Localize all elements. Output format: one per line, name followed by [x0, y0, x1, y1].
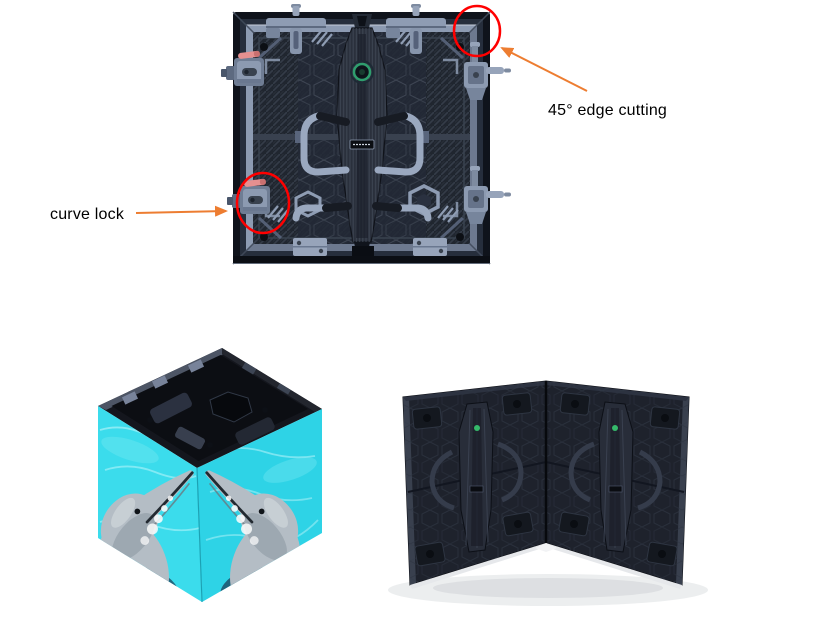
cube-left-screen: [98, 406, 202, 602]
rear-panel-figure: [221, 4, 511, 265]
cube-right-screen: [197, 409, 322, 602]
curve-lock-arrow: [135, 205, 228, 217]
status-led: [474, 425, 480, 431]
edge-cutting-arrow: [500, 47, 588, 92]
cabinet-spine: [458, 401, 494, 553]
handle: [300, 112, 350, 176]
cube-display-figure: [98, 348, 322, 603]
edge-cutting-highlight-circle: [452, 4, 502, 58]
curve-lock-label: curve lock: [50, 206, 125, 223]
curve-lock-mechanism: [221, 50, 264, 86]
brand-label: [349, 139, 375, 150]
edge-cutting-label: 45° edge cutting: [548, 102, 668, 119]
handle: [374, 112, 424, 176]
lock-handle: [244, 179, 265, 187]
brand-label: [469, 485, 484, 493]
annotations: [135, 4, 588, 235]
right-cabinet: [546, 381, 689, 589]
center-spine: [336, 27, 388, 252]
folded-panels-figure: [388, 381, 708, 606]
cube-top-face: [98, 348, 322, 468]
lower-handle: [292, 202, 432, 222]
floor-shadow: [388, 574, 708, 606]
curve-lock-mechanism: [227, 178, 270, 214]
lock-handle: [238, 51, 259, 59]
left-cabinet: [402, 380, 547, 589]
curve-lock-highlight-circle: [235, 171, 291, 235]
